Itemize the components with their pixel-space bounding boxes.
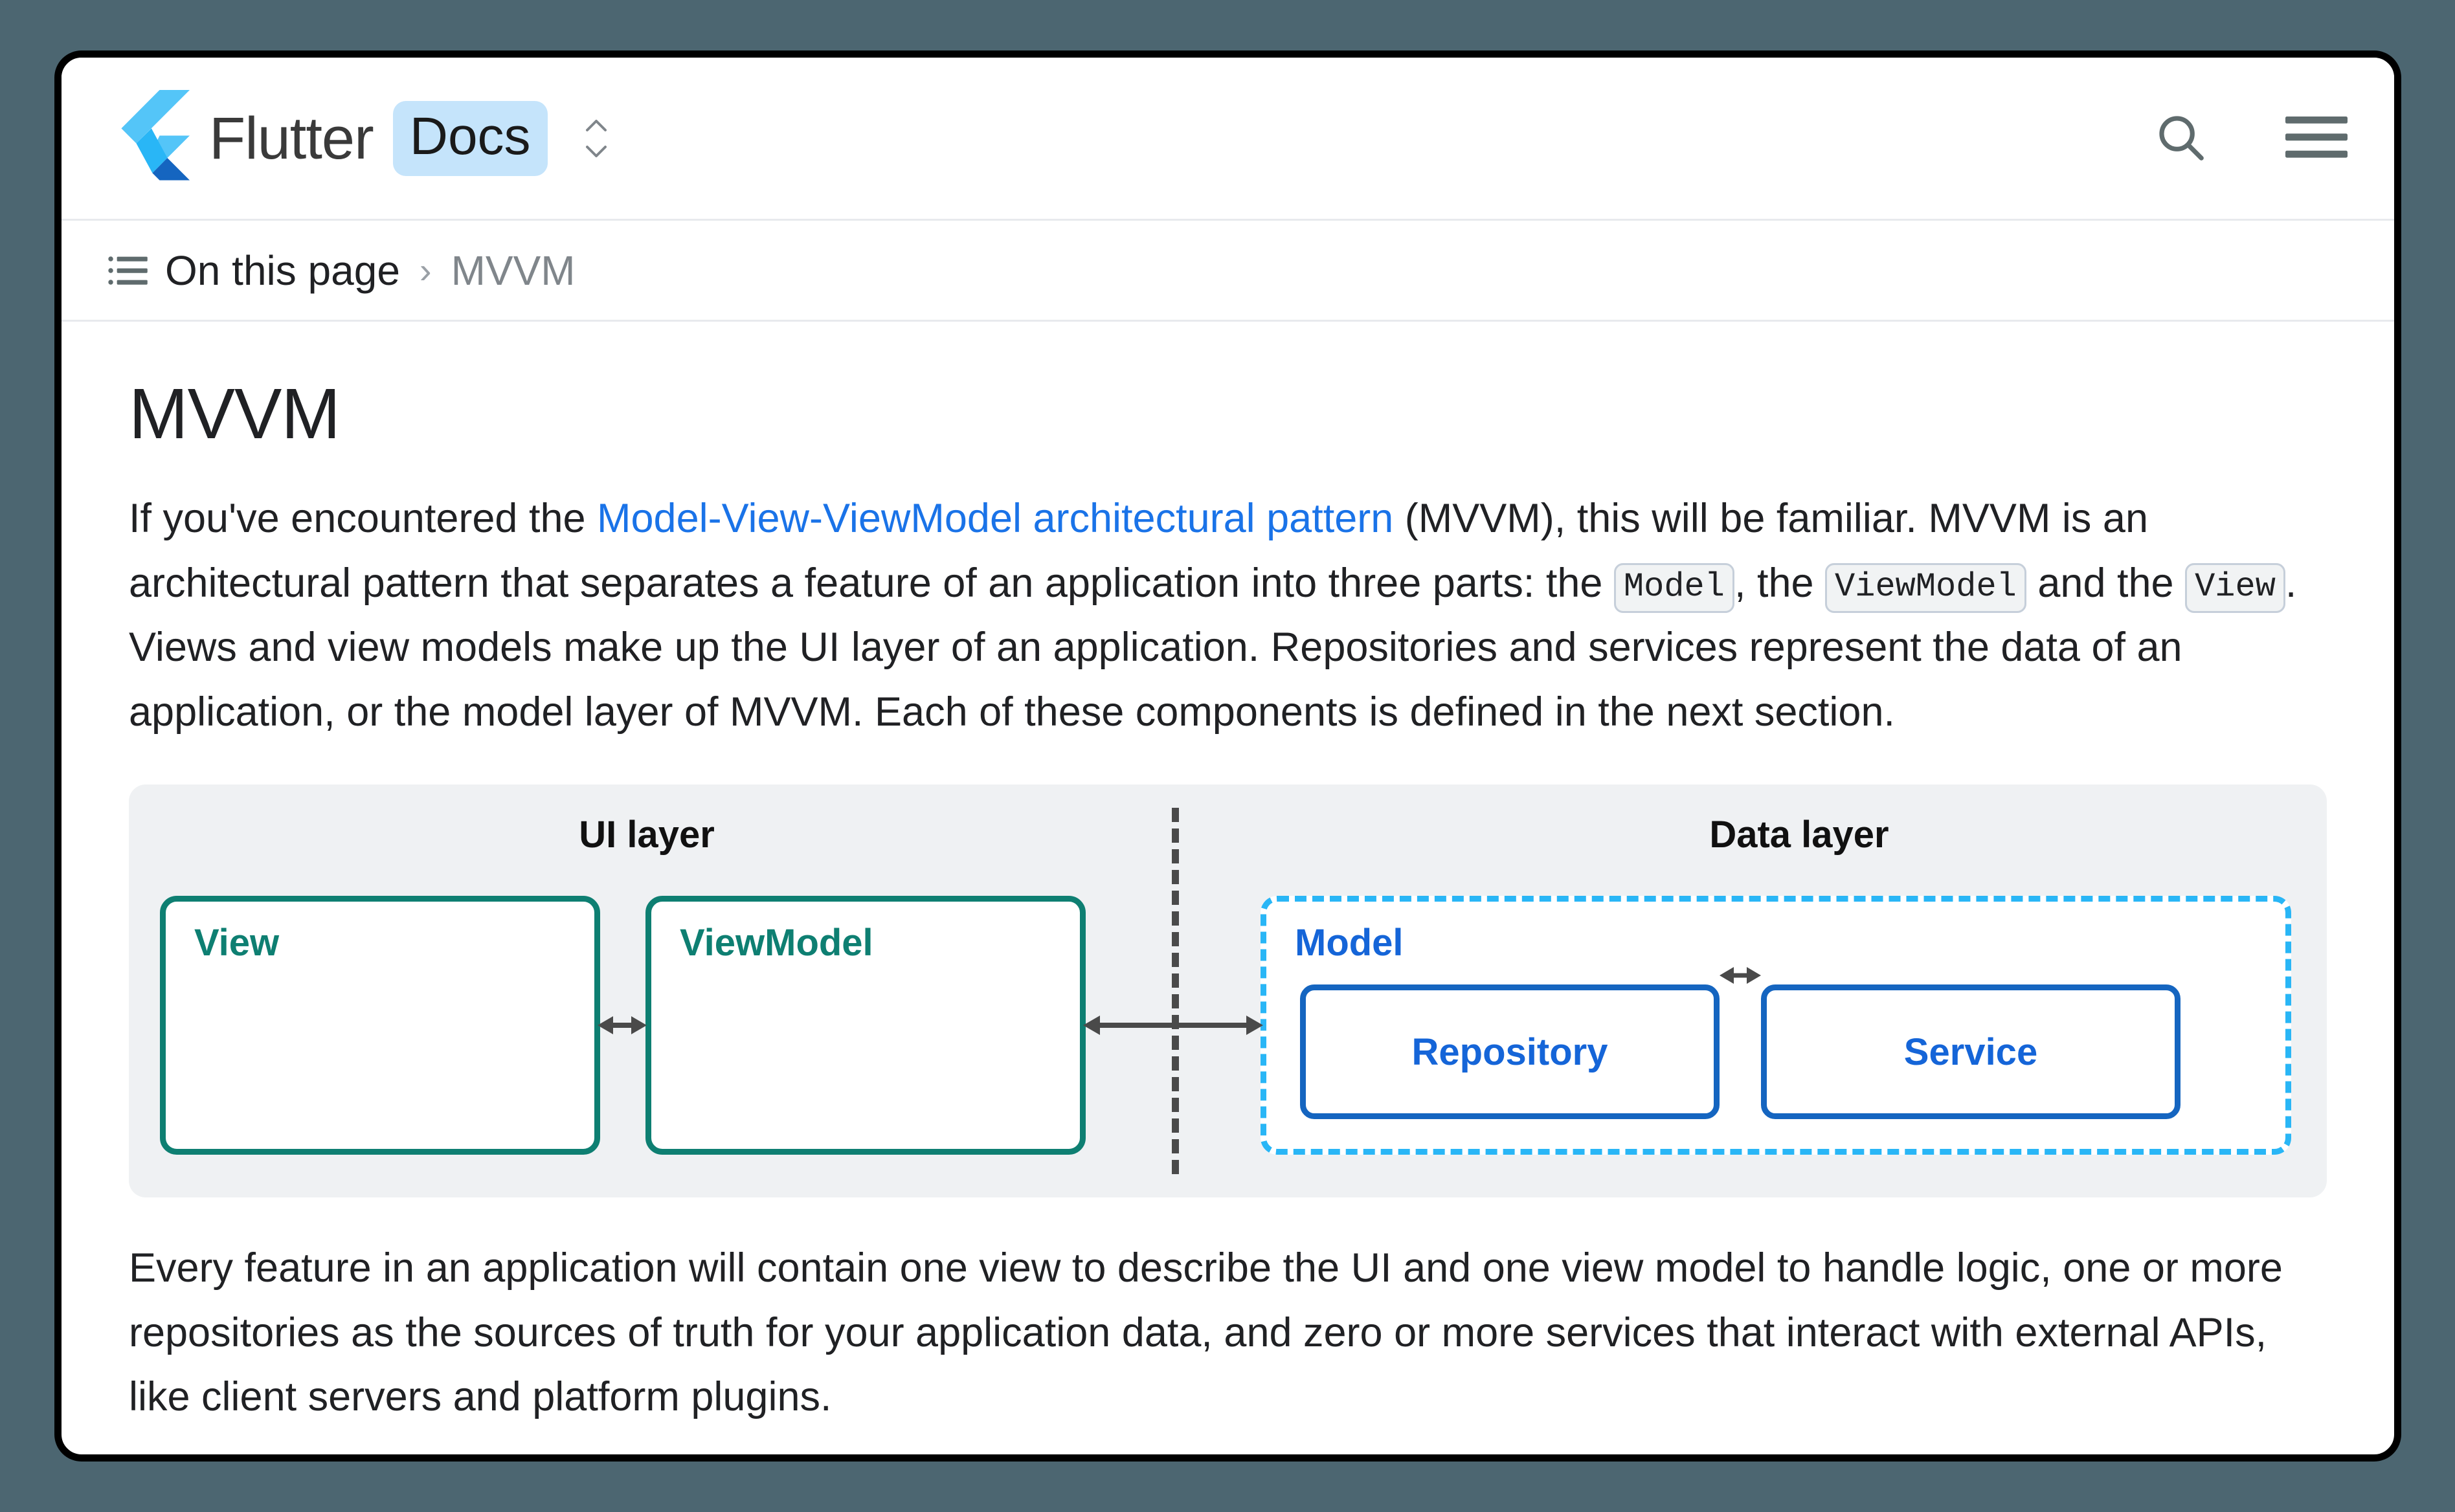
breadcrumb-mvvm[interactable]: MVVM bbox=[451, 247, 576, 294]
paragraph-intro: If you've encountered the Model-View-Vie… bbox=[129, 487, 2327, 744]
menu-button[interactable] bbox=[2284, 106, 2349, 171]
search-icon bbox=[2153, 109, 2208, 167]
hamburger-menu-icon bbox=[2285, 114, 2348, 162]
p1-after-link: (MVVM), this will be familiar. MVVM is a… bbox=[129, 496, 2149, 606]
p1-mid2: and the bbox=[2026, 560, 2186, 606]
node-model-label: Model bbox=[1295, 922, 1404, 964]
code-chip-view: View bbox=[2185, 562, 2285, 613]
ui-layer-title: UI layer bbox=[579, 814, 715, 856]
site-header: Flutter Docs bbox=[62, 58, 2394, 221]
breadcrumb: On this page › MVVM bbox=[62, 221, 2394, 322]
p1-mid1: , the bbox=[1734, 560, 1826, 606]
node-viewmodel-label: ViewModel bbox=[680, 922, 873, 964]
main-content: MVVM If you've encountered the Model-Vie… bbox=[62, 322, 2394, 1454]
node-view-label: View bbox=[194, 922, 280, 964]
list-bullet-icon[interactable] bbox=[108, 254, 148, 287]
mvvm-pattern-link[interactable]: Model-View-ViewModel architectural patte… bbox=[597, 496, 1394, 541]
node-view: View bbox=[160, 896, 600, 1155]
node-repository-label: Repository bbox=[1411, 1030, 1608, 1073]
brand-name: Flutter bbox=[209, 105, 374, 172]
node-service-label: Service bbox=[1903, 1030, 2038, 1073]
flutter-logo-icon bbox=[108, 89, 190, 187]
docs-badge[interactable]: Docs bbox=[392, 100, 548, 176]
chevron-up-down-icon[interactable] bbox=[581, 118, 611, 159]
arrow-viewmodel-model bbox=[1083, 1010, 1263, 1044]
mvvm-architecture-diagram: UI layer Data layer View ViewModel Model… bbox=[129, 784, 2327, 1198]
breadcrumb-on-this-page[interactable]: On this page bbox=[165, 247, 400, 294]
node-viewmodel: ViewModel bbox=[645, 896, 1086, 1155]
header-actions bbox=[2148, 106, 2349, 171]
code-chip-model: Model bbox=[1613, 562, 1734, 613]
paragraph-feature-summary: Every feature in an application will con… bbox=[129, 1245, 2283, 1420]
node-model-container: Model Repository Service bbox=[1261, 896, 2291, 1155]
p1-before-link: If you've encountered the bbox=[129, 496, 598, 541]
node-service: Service bbox=[1761, 984, 2180, 1120]
arrow-repository-service bbox=[1720, 961, 1761, 993]
page-title: MVVM bbox=[129, 374, 341, 454]
code-chip-viewmodel: ViewModel bbox=[1825, 562, 2026, 613]
node-repository: Repository bbox=[1300, 984, 1720, 1120]
data-layer-title: Data layer bbox=[1709, 814, 1889, 856]
breadcrumb-separator-icon: › bbox=[419, 249, 432, 291]
search-button[interactable] bbox=[2148, 106, 2213, 171]
brand-area[interactable]: Flutter Docs bbox=[108, 89, 611, 187]
p1-tail: . Views and view models make up the UI l… bbox=[129, 560, 2297, 735]
arrow-view-viewmodel bbox=[598, 1010, 647, 1044]
browser-window: Flutter Docs bbox=[54, 50, 2401, 1462]
layer-divider bbox=[1172, 808, 1179, 1175]
